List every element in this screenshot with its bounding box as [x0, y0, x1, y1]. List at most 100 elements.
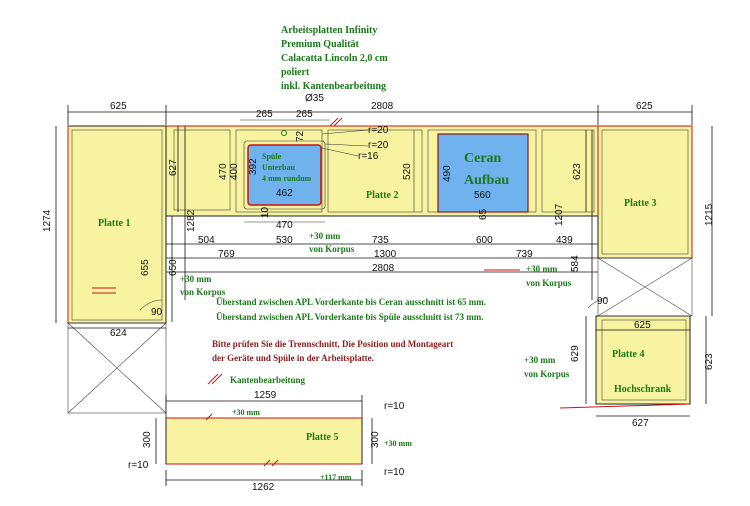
spec-line-4: poliert — [281, 67, 310, 78]
cabinet-outlines — [67, 129, 693, 414]
radius-10-c: r=10 — [384, 467, 405, 478]
radius-16: r=16 — [358, 151, 379, 162]
plate-5: 1259 Platte 5 +30 mm +30 mm +117 mm 300 … — [128, 390, 412, 493]
radius-20-a: r=20 — [368, 125, 389, 136]
plate-1-label: Platte 1 — [98, 218, 131, 229]
check-note-1: Bitte prüfen Sie die Trennschnitt, Die P… — [212, 339, 453, 349]
dim-650: 650 — [168, 259, 179, 276]
dim-584: 584 — [570, 255, 581, 272]
dim-739: 739 — [516, 249, 533, 260]
dim-530: 530 — [276, 235, 293, 246]
dim-623-right: 623 — [704, 353, 715, 370]
spec-line-1: Arbeitsplatten Infinity — [281, 25, 377, 36]
plate-1-slab — [67, 125, 167, 324]
dim-1215: 1215 — [704, 203, 715, 226]
dim-627-bottom: 627 — [632, 418, 649, 429]
overhang-notes: Überstand zwischen APL Vorderkante bis C… — [216, 297, 486, 322]
dim-10: 10 — [260, 206, 271, 218]
dim-72: 72 — [295, 130, 306, 142]
check-note-2: der Geräte und Spüle in der Arbeitsplatt… — [212, 353, 374, 363]
dim-1282: 1282 — [186, 209, 197, 232]
plate-4-sub-label: Hochschrank — [614, 384, 672, 395]
dim-629: 629 — [570, 345, 581, 362]
dim-top-625-left: 625 — [110, 101, 127, 112]
dim-90-left: 90 — [151, 307, 163, 318]
dim-265-b: 265 — [296, 109, 313, 120]
dim-504: 504 — [198, 235, 215, 246]
korpus-b-2: von Korpus — [180, 287, 226, 297]
korpus-c-2: von Korpus — [526, 278, 572, 288]
dim-655: 655 — [140, 259, 151, 276]
dim-490: 490 — [442, 165, 453, 182]
middle-dimensions: 504 530 735 600 439 769 1300 739 2808 — [166, 235, 598, 274]
plate-2-label: Platte 2 — [366, 190, 399, 201]
check-notes: Bitte prüfen Sie die Trennschnitt, Die P… — [212, 339, 453, 363]
dim-439: 439 — [556, 235, 573, 246]
edge-legend: Kantenbearbeitung — [207, 373, 306, 385]
dim-470-v: 470 — [218, 163, 229, 180]
dim-520: 520 — [402, 163, 413, 180]
sink-cutout: Spüle Unterbau 4 mm rundum 392 462 400 4… — [218, 130, 326, 231]
dim-462: 462 — [276, 188, 293, 199]
spec-line-2: Premium Qualität — [281, 39, 360, 50]
cooktop-label-2: Aufbau — [464, 173, 509, 188]
dim-diameter-35: Ø35 — [305, 93, 324, 104]
korpus-c-1: +30 mm — [526, 264, 558, 274]
dim-392: 392 — [248, 158, 259, 175]
dim-top-625-right: 625 — [636, 101, 653, 112]
radius-notes: r=20 r=20 r=16 — [321, 117, 389, 162]
radius-20-b: r=20 — [368, 140, 389, 151]
dim-624: 624 — [110, 328, 127, 339]
plate-4-label: Platte 4 — [612, 349, 645, 360]
dim-627: 627 — [168, 159, 179, 176]
radius-10-b: r=10 — [128, 460, 149, 471]
plate-3-slab — [597, 125, 693, 259]
dim-300-right: 300 — [370, 431, 381, 448]
spec-header: Arbeitsplatten Infinity Premium Qualität… — [281, 25, 388, 92]
radius-10-a: r=10 — [384, 401, 405, 412]
dim-1300: 1300 — [374, 249, 397, 260]
dim-470-h: 470 — [276, 220, 293, 231]
dim-1274: 1274 — [42, 209, 53, 232]
dim-560: 560 — [474, 190, 491, 201]
korpus-a-2: von Korpus — [309, 244, 355, 254]
edge-legend-label: Kantenbearbeitung — [230, 375, 306, 385]
plate-5-117: +117 mm — [320, 473, 352, 482]
dim-769: 769 — [218, 249, 235, 260]
dim-600: 600 — [476, 235, 493, 246]
dim-2808-bottom: 2808 — [372, 263, 395, 274]
sink-label-2: Unterbau — [262, 163, 295, 172]
korpus-notes: +30 mm von Korpus +30 mm von Korpus +30 … — [180, 231, 572, 379]
dim-1262: 1262 — [252, 482, 275, 493]
dim-735: 735 — [372, 235, 389, 246]
dim-1207: 1207 — [554, 203, 565, 226]
dim-90-right: 90 — [597, 296, 609, 307]
overhang-ceran: Überstand zwischen APL Vorderkante bis C… — [216, 297, 486, 307]
top-dimension: 625 2808 625 Ø35 265 265 — [67, 93, 693, 125]
dim-65: 65 — [478, 208, 489, 220]
korpus-d-2: von Korpus — [524, 369, 570, 379]
sink-label-1: Spüle — [262, 152, 282, 161]
plate-5-30-right: +30 mm — [384, 439, 412, 448]
korpus-d-1: +30 mm — [524, 355, 556, 365]
cooktop-label-1: Ceran — [464, 151, 502, 166]
cooktop-cutout: Ceran Aufbau 490 560 65 520 — [402, 130, 529, 220]
dim-265-a: 265 — [256, 109, 273, 120]
sink-label-3: 4 mm rundum — [262, 174, 312, 183]
plate-5-30-top: +30 mm — [232, 408, 260, 417]
dim-623-top: 623 — [572, 163, 583, 180]
korpus-b-1: +30 mm — [180, 274, 212, 284]
korpus-a-1: +30 mm — [309, 231, 341, 241]
dim-1259: 1259 — [254, 390, 277, 401]
spec-line-3: Calacatta Lincoln 2,0 cm — [281, 53, 388, 64]
dim-top-2808: 2808 — [371, 101, 394, 112]
spec-line-5: inkl. Kantenbearbeitung — [281, 81, 386, 92]
overhang-sink: Überstand zwischen APL Vorderkante bis S… — [216, 312, 484, 322]
plate-5-label: Platte 5 — [306, 432, 339, 443]
plate-3-label: Platte 3 — [624, 198, 657, 209]
dim-400: 400 — [229, 163, 240, 180]
left-dimensions: 1274 627 1282 655 650 90 624 — [42, 126, 197, 339]
right-dimensions: 623 1207 1215 584 90 625 629 623 627 — [554, 126, 715, 429]
dim-625: 625 — [634, 320, 651, 331]
